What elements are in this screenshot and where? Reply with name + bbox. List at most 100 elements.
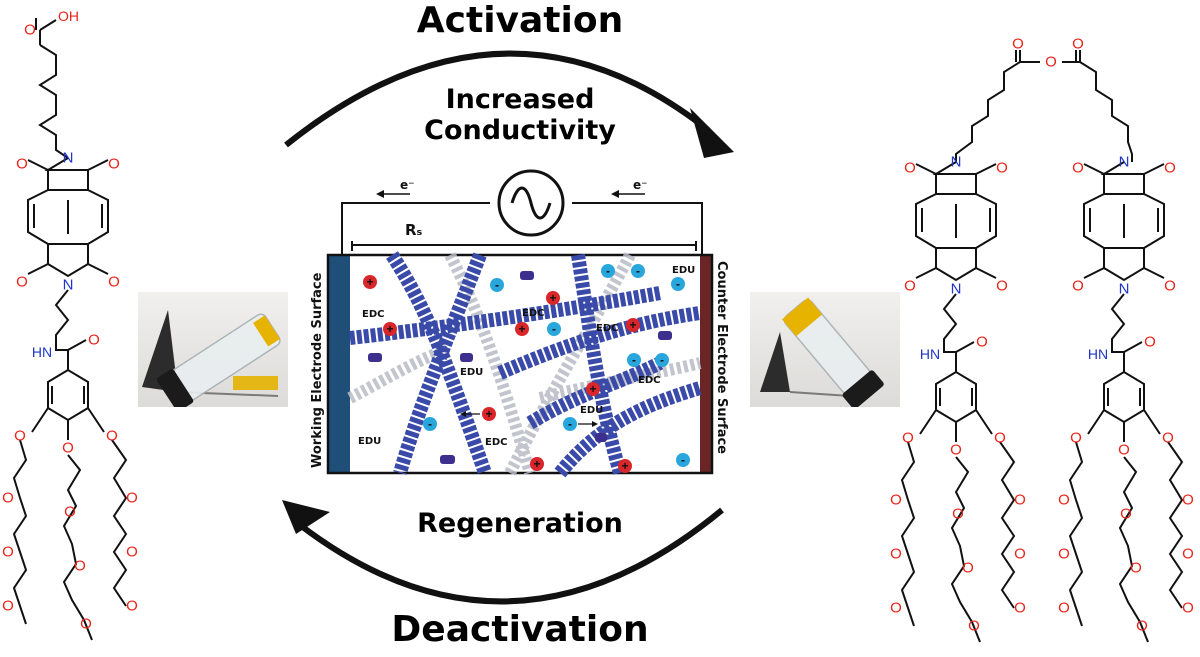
oxygen-atom: O xyxy=(126,598,138,615)
oxygen-atom: O xyxy=(62,440,74,457)
oxygen-atom: O xyxy=(1164,160,1176,177)
oxygen-atom: O xyxy=(1182,546,1194,563)
anion-icon: - xyxy=(655,353,669,367)
oxygen-atom: O xyxy=(996,160,1008,177)
oxygen-atom: O xyxy=(16,274,28,291)
oxygen-atom: O xyxy=(890,600,902,617)
oxygen-atom: O xyxy=(996,278,1008,295)
cation-icon: + xyxy=(383,322,397,336)
dimer-unit-left: N O O O N O HN O O O O O O O O O O O O O xyxy=(890,154,1026,643)
oxygen-atom: O xyxy=(890,546,902,563)
fiber xyxy=(393,252,487,475)
svg-text:-: - xyxy=(552,322,556,336)
oxygen-atom: O xyxy=(1072,278,1084,295)
working-electrode xyxy=(328,255,350,473)
oxygen-atom: O xyxy=(106,428,118,445)
nitrogen-atom: N xyxy=(951,154,962,171)
nitrogen-atom: N xyxy=(63,150,74,167)
ac-wave-icon xyxy=(510,186,552,220)
molecule-monomer: OH O N O O O N O HN O O O O O O O O O O … xyxy=(2,8,138,641)
nitrogen-atom: N xyxy=(1119,281,1130,298)
oxygen-atom: O xyxy=(962,560,974,577)
edc-label: EDC xyxy=(362,309,384,320)
svg-text:-: - xyxy=(428,417,432,431)
edc-label: EDC xyxy=(485,437,507,448)
anions: - - - - - - - - - - xyxy=(423,264,690,467)
oxygen-atom: O xyxy=(108,274,120,291)
oxygen-atom: O xyxy=(904,160,916,177)
svg-text:+: + xyxy=(518,322,525,336)
oxygen-atom: O xyxy=(126,544,138,561)
cation-icon: + xyxy=(363,275,377,289)
activation-arrow xyxy=(284,50,710,148)
edc-label: EDC xyxy=(596,323,618,334)
oxygen-atom: O xyxy=(80,616,92,633)
anion-icon: - xyxy=(627,353,641,367)
oxygen-atom: O xyxy=(994,430,1006,447)
edu-molecules xyxy=(368,271,672,464)
electron-label-left: e⁻ xyxy=(400,178,414,192)
anion-icon: - xyxy=(671,277,685,291)
fiber xyxy=(497,306,701,380)
svg-text:+: + xyxy=(533,457,540,471)
oxygen-atom: O xyxy=(1118,442,1130,459)
oxygen-atom: O xyxy=(1045,54,1057,71)
oxygen-atom: O xyxy=(1058,546,1070,563)
svg-text:-: - xyxy=(681,453,685,467)
svg-text:+: + xyxy=(549,291,556,305)
amide-nh-label: HN xyxy=(920,346,940,362)
anion-icon: - xyxy=(490,278,504,292)
svg-text:+: + xyxy=(366,275,373,289)
svg-text:+: + xyxy=(386,322,393,336)
oxygen-atom: O xyxy=(14,428,26,445)
nitrogen-atom: N xyxy=(1119,154,1130,171)
oxygen-atom: O xyxy=(126,490,138,507)
oxygen-atom: O xyxy=(74,558,86,575)
regeneration-label: Regeneration xyxy=(417,508,623,539)
cation-icon: + xyxy=(482,407,496,421)
svg-text:-: - xyxy=(495,278,499,292)
oxygen-atom: O xyxy=(1072,160,1084,177)
oxygen-atom: O xyxy=(1058,600,1070,617)
fiber xyxy=(554,381,703,478)
oxygen-atom: O xyxy=(1144,334,1156,351)
oxygen-atom: O xyxy=(902,430,914,447)
deactivation-title: Deactivation xyxy=(391,609,649,650)
dimer-unit-right: N O O O N O HN O O O O O O O O O O O O O xyxy=(1058,154,1194,643)
working-electrode-label: Working Electrode Surface xyxy=(310,272,325,468)
cation-icon: + xyxy=(546,291,560,305)
oxygen-atom: O xyxy=(1162,430,1174,447)
svg-text:-: - xyxy=(632,353,636,367)
resistance-label: Rₛ xyxy=(405,221,423,239)
oxygen-atom: O xyxy=(1136,618,1148,635)
oxygen-atom: O xyxy=(1014,546,1026,563)
oxygen-atom: O xyxy=(1014,600,1026,617)
oxygen-atom: O xyxy=(968,618,980,635)
vial-photo-activated xyxy=(750,292,900,407)
hydroxyl-label: OH xyxy=(58,8,79,24)
electron-label-right: e⁻ xyxy=(633,178,647,192)
edu-label: EDU xyxy=(460,367,483,378)
anion-icon: - xyxy=(547,322,561,336)
cation-icon: + xyxy=(530,457,544,471)
vial-activated-drawing xyxy=(760,297,884,407)
deactivation-arrow xyxy=(298,507,724,605)
oxygen-atom: O xyxy=(64,504,76,521)
nitrogen-atom: N xyxy=(63,277,74,294)
oxygen-atom: O xyxy=(24,22,36,39)
oxygen-atom: O xyxy=(2,544,14,561)
oxygen-atom: O xyxy=(1012,36,1024,53)
electrochemical-cell: e⁻ e⁻ Rₛ xyxy=(310,169,729,478)
oxygen-atom: O xyxy=(2,490,14,507)
oxygen-atom: O xyxy=(1182,492,1194,509)
svg-text:-: - xyxy=(676,277,680,291)
cation-icon: + xyxy=(626,318,640,332)
cations: + + + + + + + + + xyxy=(363,275,640,473)
oxygen-atom: O xyxy=(1182,600,1194,617)
deactivation-arrowhead-icon xyxy=(282,500,330,534)
activation-title: Activation xyxy=(416,0,624,41)
oxygen-atom: O xyxy=(976,334,988,351)
oxygen-atom: O xyxy=(1070,430,1082,447)
svg-text:-: - xyxy=(606,264,610,278)
